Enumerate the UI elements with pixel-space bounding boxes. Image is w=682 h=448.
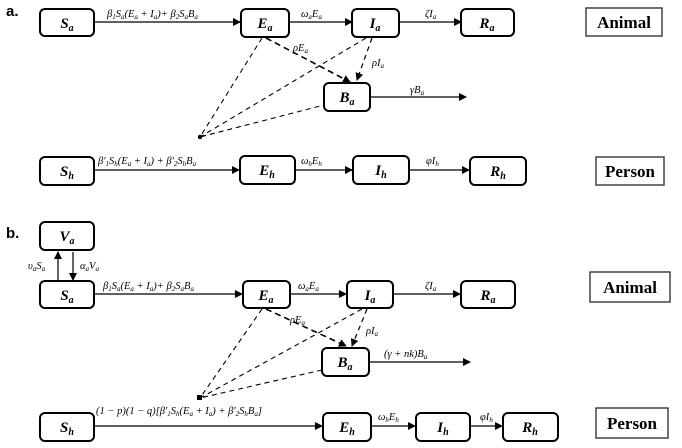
category-box-animal-b: Animal xyxy=(589,271,671,303)
node-ih: Ih xyxy=(352,155,410,185)
category-box-animal-a: Animal xyxy=(585,7,663,37)
rate-ba-out-b: (γ + nk)Ba xyxy=(384,349,428,361)
rate-ia-ra: ζIa xyxy=(425,9,437,21)
category-box-person-b: Person xyxy=(595,407,669,439)
dashed-arrow-ia-ba-b xyxy=(350,308,368,347)
node-ba-b: Ba xyxy=(321,347,370,377)
dashed-line-ba-source-b xyxy=(199,369,323,399)
node-ia-b: Ia xyxy=(346,280,394,309)
dashed-line-ba-source xyxy=(199,103,329,138)
dashed-arrow-ea-ba xyxy=(265,37,351,83)
rate-sa-va: υaSa xyxy=(28,261,46,273)
rate-ia-ba-b: ρIa xyxy=(365,326,379,338)
node-ra-b: Ra xyxy=(460,280,516,309)
rate-ih-rh-b: φIh xyxy=(480,412,493,424)
rate-ea-ia: ωaEa xyxy=(301,9,322,21)
dashed-arrow-ia-ba xyxy=(355,37,373,81)
rate-ia-ba: ρIa xyxy=(371,58,385,70)
panel-a-label: a. xyxy=(6,3,19,20)
node-va: Va xyxy=(39,221,95,251)
node-rh: Rh xyxy=(469,156,527,186)
node-sa-b: Sa xyxy=(39,280,95,309)
rate-ih-rh: φIh xyxy=(426,156,439,168)
node-eh: Eh xyxy=(239,155,296,185)
node-ra: Ra xyxy=(460,8,515,37)
svg-text:Ia: Ia xyxy=(369,16,381,34)
rate-eh-ih-b: ωhEh xyxy=(378,412,399,424)
category-label-person-a: Person xyxy=(605,162,656,181)
category-label-animal-b: Animal xyxy=(603,278,657,297)
rate-sa-ea: β1Sa(Ea + Ia)+ β2SaBa xyxy=(106,9,198,21)
node-sh-b: Sh xyxy=(39,412,95,442)
rate-ea-ba-b: ρEa xyxy=(289,315,305,327)
dashed-arrow-ea-ba-b xyxy=(265,308,347,347)
category-label-person-b: Person xyxy=(607,414,658,433)
node-eh-b: Eh xyxy=(322,412,372,442)
rate-eh-ih: ωhEh xyxy=(301,156,322,168)
rate-ea-ia-b: ωaEa xyxy=(298,281,319,293)
rate-sh-eh: β′1Sh(Ea + Ia) + β′2ShBa xyxy=(97,156,197,168)
category-box-person-a: Person xyxy=(595,156,665,186)
rate-sa-ea-b: β1Sa(Ea + Ia)+ β2SaBa xyxy=(102,281,194,293)
rate-sh-eh-b: (1 − p)(1 − q)[β′1Sh(Ea + Ia) + β′2ShBa] xyxy=(96,406,262,418)
panel-b-label: b. xyxy=(6,225,19,242)
dashed-line-ea-source-b xyxy=(199,308,263,399)
node-sa: Sa xyxy=(39,8,95,37)
node-ea: Ea xyxy=(240,8,290,38)
category-label-animal-a: Animal xyxy=(597,13,651,32)
node-ih-b: Ih xyxy=(415,412,471,442)
rate-ea-ba: ρEa xyxy=(292,43,308,55)
dashed-line-ea-source xyxy=(199,37,263,138)
node-rh-b: Rh xyxy=(502,412,559,442)
node-ea-b: Ea xyxy=(242,280,291,309)
node-ia: Ia xyxy=(351,8,400,38)
rate-ia-ra-b: ζIa xyxy=(425,281,437,293)
node-ba: Ba xyxy=(323,82,371,112)
rate-ba-out: γBa xyxy=(410,85,425,97)
node-sh: Sh xyxy=(39,156,95,186)
convergence-point-b xyxy=(197,395,202,400)
rate-va-sa: αaVa xyxy=(80,261,99,273)
dashed-line-ia-source-b xyxy=(199,308,363,399)
svg-text:Ia: Ia xyxy=(364,288,376,306)
convergence-point xyxy=(197,134,203,140)
